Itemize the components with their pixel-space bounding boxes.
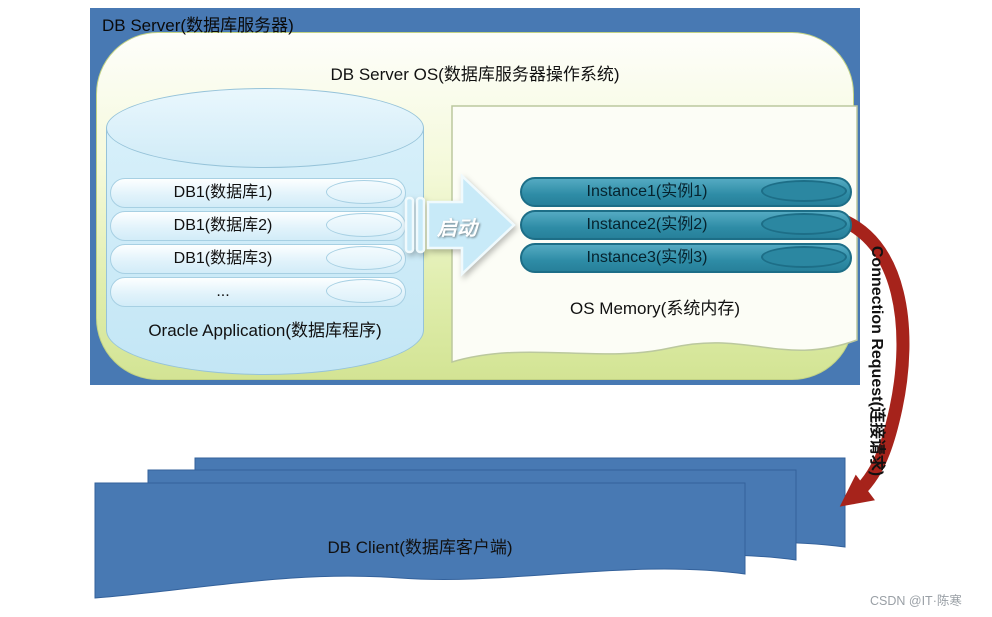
db-pill-label: DB1(数据库3) <box>173 250 273 267</box>
pill-end-cap-icon <box>761 180 847 202</box>
db-pill-label: DB1(数据库1) <box>173 184 273 201</box>
db-pill: DB1(数据库2) <box>110 211 406 241</box>
start-arrow-label: 启动 <box>437 218 477 240</box>
db-pill-label: ... <box>216 283 230 300</box>
instance-label: Instance3(实例3) <box>586 249 708 266</box>
connection-arrow-icon <box>831 210 910 507</box>
db-client-label: DB Client(数据库客户端) <box>327 538 513 557</box>
database-cylinder-top <box>106 88 424 168</box>
db-server-os-title: DB Server OS(数据库服务器操作系统) <box>330 65 620 84</box>
db-server-title: DB Server(数据库服务器) <box>102 16 294 35</box>
instance-pill: Instance3(实例3) <box>520 243 852 273</box>
db-pill: DB1(数据库1) <box>110 178 406 208</box>
instance-label: Instance1(实例1) <box>586 183 708 200</box>
instance-label: Instance2(实例2) <box>586 216 708 233</box>
pill-end-cap-icon <box>326 246 402 270</box>
watermark: CSDN @IT·陈寒 <box>870 594 962 608</box>
db-client-stack <box>94 457 846 599</box>
connection-request-label: Connection Request(连接请求) <box>868 245 885 477</box>
pill-end-cap-icon <box>326 279 402 303</box>
start-arrow-icon <box>404 173 516 277</box>
pill-end-cap-icon <box>326 213 402 237</box>
pill-end-cap-icon <box>326 180 402 204</box>
pill-end-cap-icon <box>761 213 847 235</box>
db-pill-label: DB1(数据库2) <box>173 217 273 234</box>
db-pill: ... <box>110 277 406 307</box>
pill-end-cap-icon <box>761 246 847 268</box>
os-memory-label: OS Memory(系统内存) <box>570 299 740 318</box>
client-sheet-front <box>94 482 746 599</box>
oracle-application-label: Oracle Application(数据库程序) <box>148 321 382 340</box>
db-pill: DB1(数据库3) <box>110 244 406 274</box>
instance-pill: Instance1(实例1) <box>520 177 852 207</box>
instance-pill: Instance2(实例2) <box>520 210 852 240</box>
